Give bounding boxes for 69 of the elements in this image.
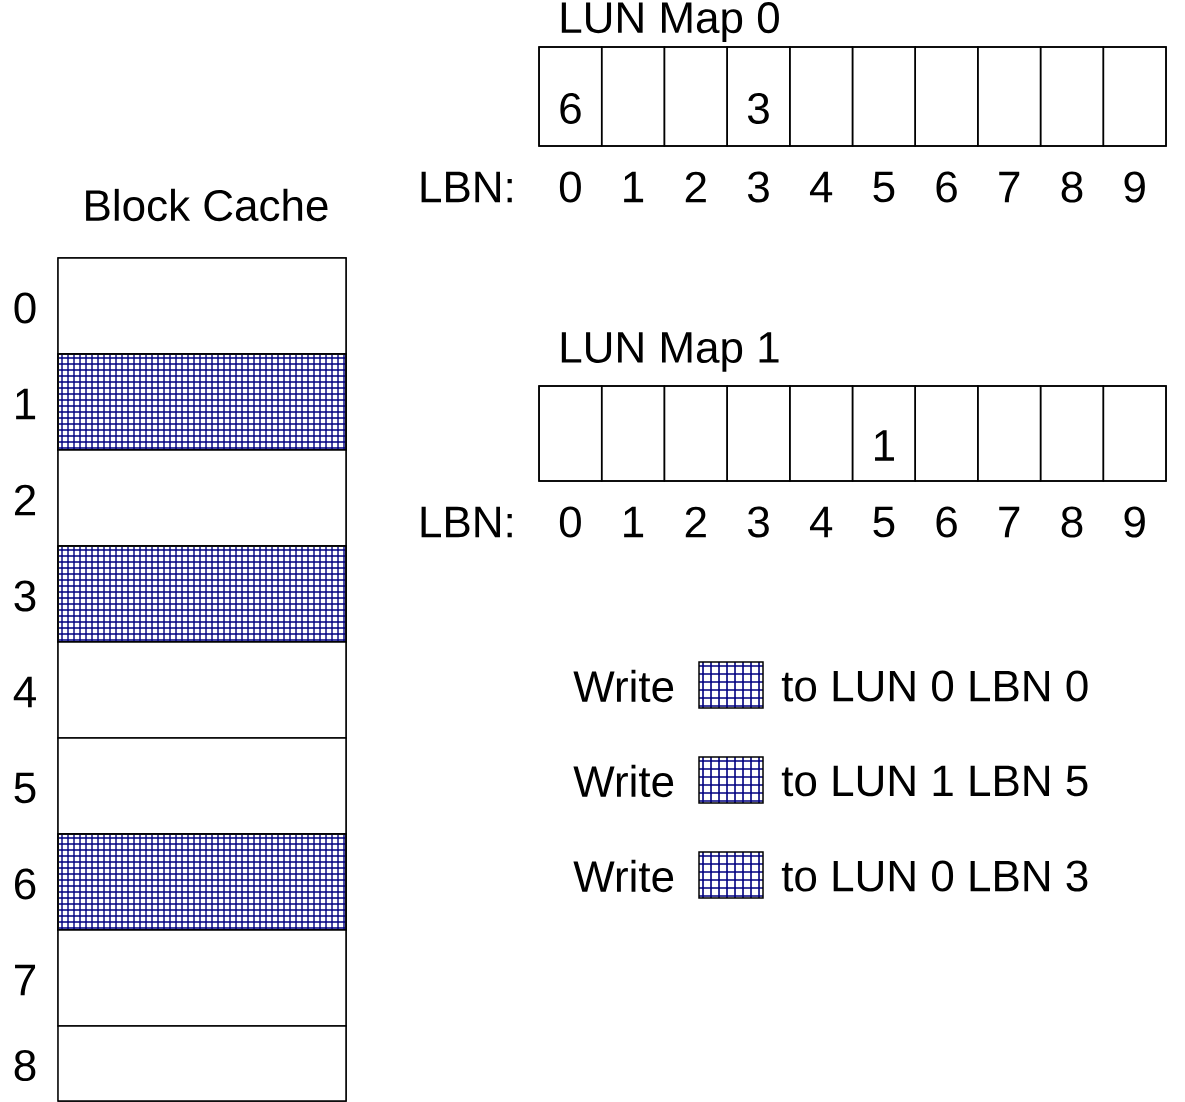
map-title: LUN Map 1 [561,332,779,372]
map-cell: 1 [851,385,916,482]
lbn-number: 6 [936,171,957,203]
lbn-number: 4 [810,506,833,538]
hatched-cache-row [57,545,347,643]
cache-row [57,641,347,739]
row-number: 3 [14,580,36,612]
lbn-number: 5 [873,171,895,203]
lbn-number: 9 [1124,171,1145,203]
write-word: Write [573,669,674,703]
map-cell [914,46,979,147]
lbn-number: 4 [810,171,833,203]
lbn-number: 2 [685,171,706,203]
hatched-cache-row [57,833,347,931]
lbn-number: 6 [936,506,957,538]
lbn-label: LBN: [421,171,512,203]
row-number: 6 [15,868,36,900]
row-number: 0 [14,292,36,324]
cache-row [57,257,347,355]
row-number: 4 [13,676,36,708]
map-cell [663,46,728,147]
map-cell: 3 [726,46,791,147]
map-cell [600,385,666,482]
lbn-label: LBN: [421,506,512,538]
lbn-number: 3 [747,171,769,203]
map-cell [1039,46,1105,147]
write-word: Write [573,859,674,893]
map-cell [789,46,854,147]
row-number: 1 [16,388,36,420]
lbn-number: 5 [873,506,895,538]
lbn-number: 7 [999,171,1020,203]
map-cell [663,385,728,482]
map-cell: 6 [538,46,603,147]
map-cell [726,385,791,482]
map-cell [977,46,1042,147]
hatched-cache-row [57,353,347,451]
map-cell [977,385,1042,482]
lbn-number: 0 [559,506,581,538]
cache-row [57,737,347,835]
lbn-number: 8 [1061,506,1083,538]
write-word: Write [573,764,674,798]
write-target: to LUN 0 LBN 0 [781,670,1088,702]
lbn-number: 1 [624,171,644,203]
cache-row [57,929,347,1027]
map-cell [789,385,854,482]
cache-title: Block Cache [86,188,328,222]
cache-row [57,1025,347,1102]
map-cell [914,385,979,482]
map-cell [1039,385,1105,482]
lbn-number: 2 [685,506,706,538]
map-cell [1102,385,1167,482]
lbn-number: 0 [559,171,581,203]
lbn-number: 3 [747,506,769,538]
map-cell [600,46,666,147]
map-cell [538,385,603,482]
map-cell [851,46,916,147]
row-number: 7 [15,964,36,996]
write-target: to LUN 1 LBN 5 [781,765,1088,797]
lbn-number: 9 [1124,506,1145,538]
row-number: 2 [15,484,36,516]
lbn-number: 7 [999,506,1020,538]
map-title: LUN Map 0 [561,2,779,42]
row-number: 5 [14,772,36,804]
lbn-number: 1 [624,506,644,538]
write-target: to LUN 0 LBN 3 [781,860,1088,892]
map-cell [1102,46,1167,147]
lbn-number: 8 [1061,171,1083,203]
row-number: 8 [14,1049,36,1082]
cache-row [57,449,347,547]
